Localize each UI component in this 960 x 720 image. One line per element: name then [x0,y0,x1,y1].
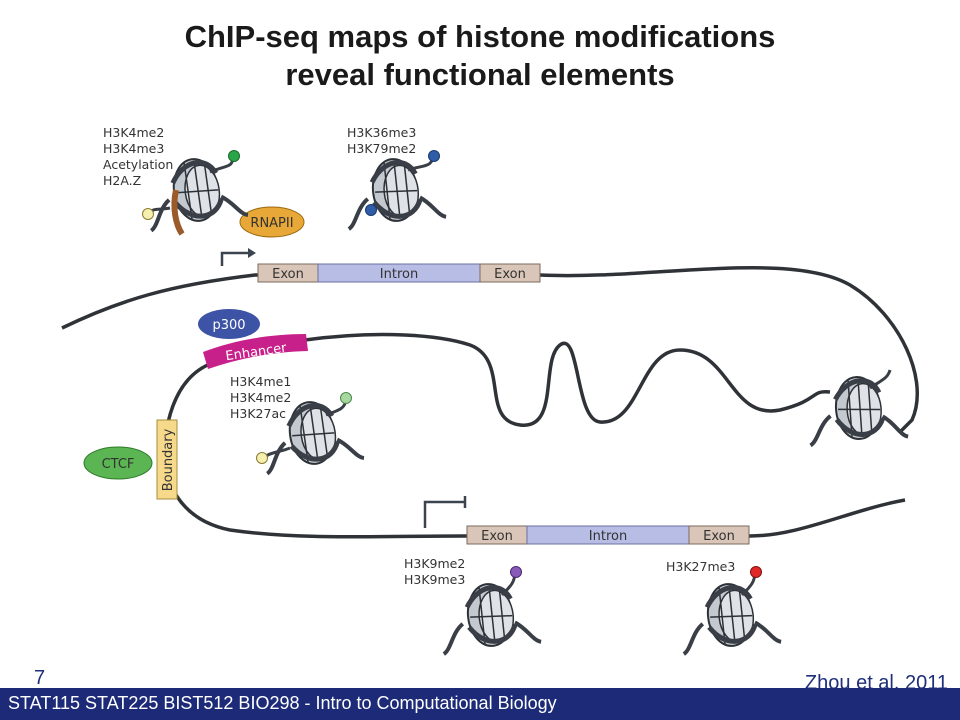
mark-yellow-dot [142,208,154,220]
p300-protein: p300 [198,309,260,339]
mark-purple-dot [510,566,522,578]
enhancer-element: Enhancer [203,334,308,369]
mark-green-dot [228,150,240,162]
dna-loop [304,332,831,427]
p300-label: p300 [212,318,245,333]
gene-body-marks-labels: H3K36me3 H3K79me2 [347,125,416,156]
promoter-mark-3: Acetylation [103,157,173,172]
boundary-label: Boundary [161,428,176,491]
enhancer-marks-labels: H3K4me1 H3K4me2 H3K27ac [230,374,291,421]
gene1-exon-1-label: Exon [272,267,304,282]
enhancer-mark-3: H3K27ac [230,406,286,421]
ctcf-protein: CTCF [83,446,153,480]
gene-1: Exon Intron Exon [220,248,541,283]
gene2-intron-label: Intron [589,529,627,544]
nucleosome-gene-body [342,150,446,230]
gene1-intron-label: Intron [380,267,418,282]
rnapii-protein: RNAPII [239,206,305,238]
promoter-mark-4: H2A.Z [103,173,141,188]
nucleosome-enhancer [256,392,365,474]
title-line-1: ChIP-seq maps of histone modifications [184,19,776,54]
promoter-mark-2: H3K4me3 [103,141,164,156]
gene2-exon-1-label: Exon [481,529,513,544]
boundary-element: Boundary [156,419,178,500]
repressed-mark-1: H3K9me2 [404,556,465,571]
enhancer-mark-1: H3K4me1 [230,374,291,389]
mark-red-dot [750,566,762,578]
footer-bar: STAT115 STAT225 BIST512 BIO298 - Intro t… [0,688,960,720]
gene2-exon-2-label: Exon [703,529,735,544]
repressed-marks-1-labels: H3K9me2 H3K9me3 [404,556,465,587]
chromatin-diagram: Exon Intron Exon Exon Intron Exon RNAPII… [61,125,919,690]
mark-blue-dot-1 [428,150,440,162]
enhancer-mark-2: H3K4me2 [230,390,291,405]
repressed-mark-3: H3K27me3 [666,559,735,574]
mark-blue-dot-2 [365,204,377,216]
title-line-2: reveal functional elements [285,57,675,92]
nucleosome-h3k9 [437,566,541,655]
nucleosome-loop [806,369,908,445]
repressed-mark-2: H3K9me3 [404,572,465,587]
tss-arrow-1 [220,251,252,266]
ctcf-label: CTCF [102,457,135,472]
promoter-marks-labels: H3K4me2 H3K4me3 Acetylation H2A.Z [103,125,173,188]
slide-number: 7 [34,667,46,689]
repressed-marks-2-labels: H3K27me3 [666,559,735,574]
nucleosome-h3k27me3 [677,566,781,655]
gene-body-mark-1: H3K36me3 [347,125,416,140]
dna-strand [61,266,919,434]
course-title: STAT115 STAT225 BIST512 BIO298 - Intro t… [8,693,557,713]
promoter-mark-1: H3K4me2 [103,125,164,140]
tss-bar-2 [423,500,465,528]
slide-title: ChIP-seq maps of histone modifications r… [0,18,960,94]
gene1-exon-2-label: Exon [494,267,526,282]
gene-body-mark-2: H3K79me2 [347,141,416,156]
gene-2: Exon Intron Exon [423,496,750,545]
mark-yellow-dot-2 [256,452,268,464]
nucleosome-promoter [142,150,248,236]
mark-lightgreen-dot [340,392,352,404]
rnapii-label: RNAPII [250,216,293,231]
